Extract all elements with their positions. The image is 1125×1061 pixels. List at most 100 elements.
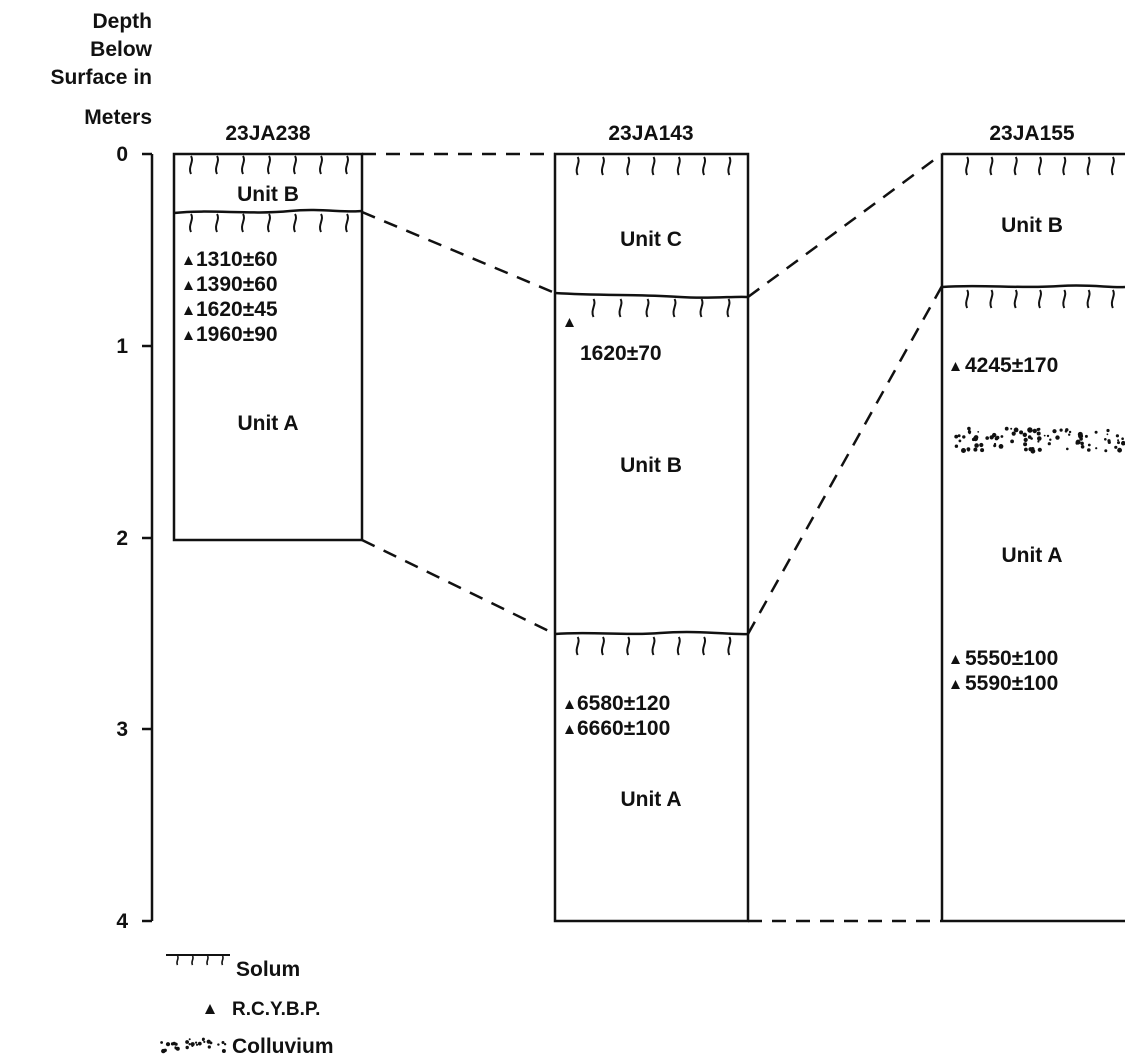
colluvium-speck [1075,439,1081,445]
date-triangle-icon [951,655,960,664]
solum-root-mark [600,636,605,656]
colluvium-speck [1114,445,1118,449]
axis-title-line-1: Depth [93,10,153,33]
colluvium-speck [161,1048,166,1054]
legend-date-row: R.C.Y.B.P. [205,999,320,1020]
solum-root-mark [215,155,219,175]
solum-root-mark [727,156,732,176]
colluvium-speck [974,443,979,448]
depth-tick-label: 4 [116,910,128,933]
colluvium-speck [1094,430,1098,434]
solum-root-mark [651,156,656,176]
solum-marks [965,156,1115,176]
colluvium-speck [1106,428,1110,433]
colluvium-speck [1115,434,1119,438]
colluvium-speck [968,432,971,435]
colluvium-speck [221,1041,225,1044]
colluvium-speck [188,1038,191,1041]
solum-root-mark [1013,156,1018,176]
colluvium-speck [1117,441,1120,445]
date-triangle-icon [184,331,193,340]
colluvium-speck [1037,447,1042,452]
solum-marks [189,213,349,233]
colluvium-speck [1027,427,1033,433]
colluvium-speck [1043,434,1046,437]
site-label: 23JA238 [225,122,311,145]
colluvium-speck [973,435,979,440]
date-list: 1310±60 1390±60 1620±45 1960±90 [184,248,278,346]
colluvium-speck [998,444,1004,449]
solum-marks [965,289,1115,309]
colluvium-speck [1046,434,1050,438]
legend-colluvium-row: Colluvium [160,1035,334,1058]
solum-root-mark [702,156,707,176]
colluvium-speck [1010,439,1014,444]
colluvium-speck [958,439,962,443]
colluvium-speck [1027,435,1032,439]
date-label: 1310±60 [196,248,278,271]
colluvium-speck [962,435,966,439]
solum-root-mark [676,156,681,176]
date-list: 4245±170 5550±100 5590±100 [951,354,1058,695]
date-triangle-icon [565,318,574,327]
date-triangle-icon [951,680,960,689]
colluvium-speck [961,448,966,453]
solum-root-mark [293,155,297,175]
unit-boundary [554,291,749,299]
solum-root-mark [645,298,650,318]
solum-root-mark [1086,156,1091,176]
solum-root-mark [626,636,631,656]
colluvium-speck [201,1038,205,1042]
colluvium-speck [190,1042,195,1047]
solum-root-mark [189,213,193,233]
colluvium-speck [1079,437,1083,441]
colluvium-speck [1011,431,1016,436]
solum-root-mark [221,955,224,966]
solum-root-mark [319,213,323,233]
solum-root-mark [206,955,209,966]
colluvium-speck [1106,433,1109,436]
colluvium-speck [1032,428,1037,434]
solum-root-mark [1062,156,1067,176]
column-23ja238: 23JA238 Unit B Unit A 1310±60 1390±60 16… [172,122,364,542]
colluvium-speck [217,1043,220,1046]
colluvium-speck [1104,449,1108,453]
solum-root-mark [699,298,704,318]
colluvium-speck [1037,440,1040,443]
colluvium-speck [1047,442,1051,446]
unit-label: Unit C [620,228,682,251]
colluvium-speck [1121,437,1124,441]
date-triangle-icon [184,256,193,265]
solum-root-mark [989,156,994,176]
colluvium-speck [1095,447,1098,450]
colluvium-speck [197,1041,202,1046]
correlation-line [746,285,944,635]
solum-root-mark [1038,156,1042,176]
colluvium-speck [1064,430,1068,433]
colluvium-speck [206,1039,211,1044]
date-label: 6580±120 [577,692,670,715]
date-label: 1960±90 [196,323,278,346]
colluvium-speck [1004,426,1009,431]
colluvium-speck [1107,440,1111,444]
colluvium-speck [980,448,985,453]
correlation-line [747,152,943,299]
colluvium-speck [175,1046,180,1051]
solum-root-mark [345,155,349,175]
colluvium-speck [1066,447,1069,451]
colluvium-speck [195,1041,198,1044]
colluvium-speck [995,435,1000,440]
solum-root-mark [965,156,970,176]
depth-tick-label: 0 [116,143,128,166]
colluvium-speck [1059,428,1063,432]
solum-root-mark [191,955,194,966]
colluvium-speck [1117,439,1120,442]
depth-tick-label: 1 [116,335,128,358]
solum-root-mark [591,298,596,318]
correlation-line [361,538,556,636]
depth-axis-title: Depth Below Surface in Meters [50,10,152,129]
solum-root-mark [989,289,994,309]
solum-root-mark [1110,289,1115,309]
solum-root-mark [176,955,179,966]
date-label: 6660±100 [577,717,670,740]
